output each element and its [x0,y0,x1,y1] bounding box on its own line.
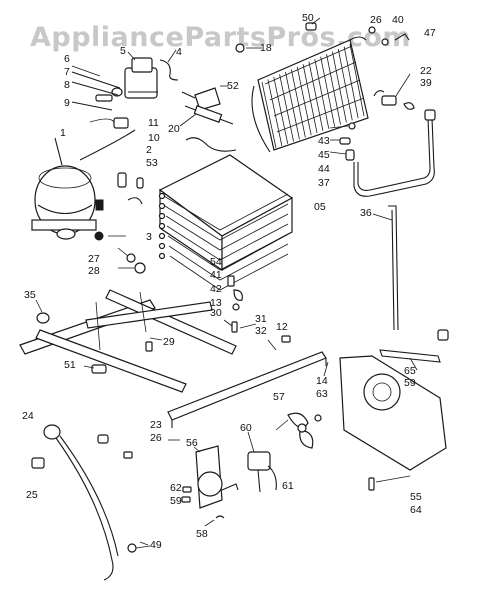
upper-right-fittings [305,22,415,110]
callout-58: 58 [196,528,208,540]
fan-motor-assembly [181,412,322,519]
callout-45: 45 [318,149,330,161]
tubing-assembly [329,109,436,197]
callout-31: 31 [255,313,267,325]
callout-9: 9 [64,97,70,109]
callout-26-bottom: 26 [150,432,162,444]
callout-41: 41 [210,269,222,281]
callout-2: 2 [146,144,152,156]
callout-56: 56 [186,437,198,449]
callout-43: 43 [318,135,330,147]
callout-42: 42 [210,283,222,295]
center-fasteners [227,275,243,333]
fan-shroud [339,329,449,491]
callout-61: 61 [282,480,294,492]
callout-40: 40 [392,14,404,26]
callout-1: 1 [60,127,66,139]
callout-39: 39 [420,77,432,89]
callout-63: 63 [316,388,328,400]
callout-29: 29 [163,336,175,348]
callout-59-left: 59 [170,495,182,507]
callout-11: 11 [148,117,159,129]
callout-65: 65 [404,365,416,377]
small-fittings [94,172,146,274]
callout-37: 37 [318,177,330,189]
callout-8: 8 [64,79,70,91]
callout-23: 23 [150,419,162,431]
callout-53: 53 [146,157,158,169]
callout-24: 24 [22,410,34,422]
callout-64: 64 [410,504,422,516]
callout-28: 28 [88,265,100,277]
callout-36: 36 [360,207,372,219]
compressor [31,137,104,240]
callout-12: 12 [276,321,288,333]
callout-26-top: 26 [370,14,382,26]
callout-labels: 1 2 3 4 5 6 7 8 9 10 11 12 13 14 18 20 2… [22,12,436,551]
callout-60: 60 [240,422,252,434]
callout-13: 13 [210,297,222,309]
callout-22: 22 [420,65,432,77]
callout-51: 51 [64,359,76,371]
callout-10: 10 [148,132,160,144]
leader-lines [35,17,418,546]
callout-59-right: 59 [404,377,416,389]
callout-32: 32 [255,325,267,337]
callout-27: 27 [88,253,100,265]
callout-57: 57 [273,391,285,403]
condenser-coil [251,36,369,153]
callout-18: 18 [260,42,272,54]
callout-25: 25 [26,489,38,501]
relay-assembly [71,57,179,161]
callout-05: 05 [314,201,326,213]
support-rail [167,335,327,428]
callout-50: 50 [302,12,314,24]
callout-20: 20 [168,123,180,135]
callout-4: 4 [176,46,182,58]
callout-47: 47 [424,27,436,39]
callout-62: 62 [170,482,182,494]
base-frame [19,289,237,393]
callout-7: 7 [64,66,70,78]
callout-55: 55 [410,491,422,503]
callout-44: 44 [318,163,330,175]
callout-49: 49 [150,539,162,551]
callout-35: 35 [24,289,36,301]
callout-6: 6 [64,53,70,65]
callout-54: 54 [210,256,222,268]
bracket-and-drier [181,43,245,125]
wire-harness [31,424,151,581]
callout-30: 30 [210,307,222,319]
evaporator-coil [158,137,294,291]
callout-5: 5 [120,45,126,57]
callout-3: 3 [146,231,152,243]
callout-14: 14 [316,375,328,387]
drain-tube [388,205,399,331]
callout-52: 52 [227,80,239,92]
